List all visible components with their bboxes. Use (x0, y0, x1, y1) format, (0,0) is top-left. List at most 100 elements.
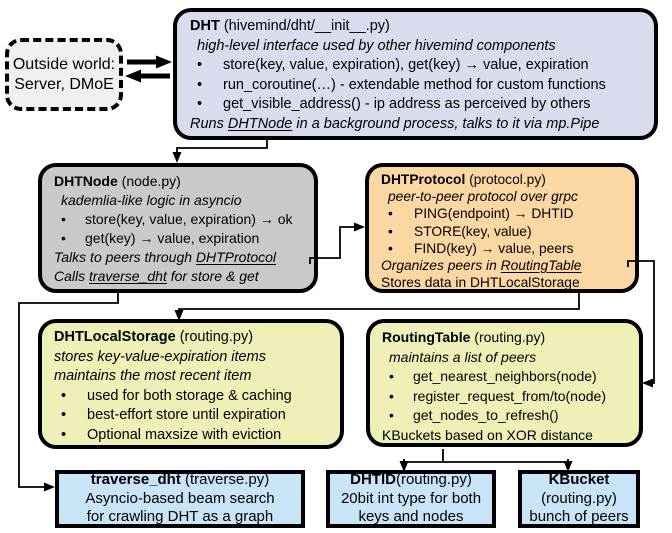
dhtnode-title-file: (node.py) (117, 173, 181, 189)
bullet-item: • register_request_from/to(node) (382, 387, 631, 407)
dhtnode-box: DHTNode (node.py) kademlia-like logic in… (38, 163, 318, 293)
bullet-text: best-effort store until expiration (87, 407, 286, 423)
bullet-text: get(key) → value, expiration (85, 230, 260, 246)
bullet-text: store(key, value, expiration), get(key) … (223, 57, 589, 73)
dht-subtitle: high-level interface used by other hivem… (197, 37, 556, 54)
dhtid-box: DHTID(routing.py) 20bit int type for bot… (326, 470, 496, 528)
routingtable-subtitle: maintains a list of peers (389, 348, 537, 365)
traverse-dht-line3: for crawling DHT as a graph (86, 508, 274, 526)
dhtnode-calls-line: Calls traverse_dht for store & get (54, 267, 306, 286)
bullet-dot: • (61, 230, 66, 246)
bullet-text: PING(endpoint) → DHTID (414, 206, 574, 222)
dhtnode-subtitle: kademlia-like logic in asyncio (61, 192, 242, 208)
bullet-item: •Optional maxsize with eviction (54, 426, 332, 446)
kbucket-box: KBucket (routing.py) bunch of peers (518, 470, 640, 528)
bullet-text: STORE(key, value) (414, 223, 532, 239)
outside-world-line1: Outside world: (12, 55, 116, 73)
outside-world-line2: Server, DMoE (14, 75, 114, 93)
footer-post: in a background process, talks to it via… (292, 115, 600, 132)
bullet-dot: • (61, 211, 66, 227)
routingtable-reference: RoutingTable (500, 258, 582, 274)
dhtid-title-file: (routing.py) (395, 471, 472, 489)
bullet-dot: • (61, 387, 67, 404)
bullet-text: register_request_from/to(node) (413, 387, 606, 404)
bullet-item: •FIND(key) → value, peers (381, 240, 627, 257)
talks-pre: Talks to peers through (54, 249, 196, 265)
bullet-item: • PING(endpoint) → DHTID (381, 205, 627, 222)
dhtprotocol-box: DHTProtocol (protocol.py) peer-to-peer p… (365, 163, 639, 293)
bullet-text: get_visible_address() - ip address as pe… (223, 96, 591, 112)
dhtlocalstorage-title-file: (routing.py) (175, 329, 254, 345)
bullet-dot: • (197, 57, 203, 73)
bullet-item: • get(key) → value, expiration (54, 229, 306, 248)
bullet-dot: • (197, 76, 203, 93)
dht-box: DHT (hivemind/dht/__init__.py) high-leve… (173, 8, 658, 140)
kbucket-line2: (routing.py) (541, 489, 617, 507)
traverse-dht-title-name: traverse_dht (90, 471, 181, 489)
bullet-text: store(key, value, expiration) → ok (85, 211, 293, 227)
dhtprotocol-title-name: DHTProtocol (381, 172, 466, 187)
dhtprotocol-reference: DHTProtocol (195, 249, 277, 265)
dhtlocalstorage-title: DHTLocalStorage (routing.py) (54, 328, 332, 348)
dhtprotocol-title: DHTProtocol (protocol.py) (381, 171, 627, 188)
dhtprotocol-subtitle: peer-to-peer protocol over grpc (388, 189, 578, 205)
dhtlocalstorage-reference: LocalStorage (498, 275, 580, 291)
kbucket-title-name: KBucket (548, 471, 610, 489)
bullet-item: • used for both storage & caching (54, 387, 332, 407)
dhtnode-talks-line: Talks to peers through DHTProtocol (54, 248, 306, 267)
footer-pre: Runs (190, 115, 228, 132)
dhtprotocol-organizes-line: Organizes peers in RoutingTable (381, 257, 627, 274)
outside-world-box: Outside world: Server, DMoE (5, 38, 123, 111)
dhtid-line3: keys and nodes (358, 508, 464, 526)
dhtlocalstorage-title-name: DHTLocalStorage (54, 329, 176, 345)
bullet-dot: • (389, 407, 394, 423)
bullet-item: •get_nearest_neighbors(node) (382, 367, 631, 387)
bullet-dot: • (388, 223, 393, 239)
dhtprotocol-title-file: (protocol.py) (465, 172, 546, 187)
dhtlocalstorage-box: DHTLocalStorage (routing.py) stores key-… (38, 319, 344, 449)
dht-footer: Runs DHTNode in a background process, ta… (190, 115, 644, 135)
bullet-item: • store(key, value, expiration) → ok (54, 210, 306, 229)
kbucket-line3: bunch of peers (529, 508, 629, 526)
traverse-dht-title: traverse_dht (traverse.py) (91, 471, 269, 490)
bullet-dot: • (61, 426, 67, 443)
dhtnode-title: DHTNode (node.py) (54, 172, 306, 191)
dhtnode-title-name: DHTNode (54, 173, 118, 189)
bullet-item: • STORE(key, value) (381, 223, 627, 240)
bullet-dot: • (197, 96, 203, 112)
traverse-dht-line2: Asyncio-based beam search (85, 489, 275, 507)
dht-title-name: DHT (190, 18, 220, 34)
organizes-pre: Organizes peers in (381, 258, 501, 274)
bullet-item: • store(key, value, expiration), get(key)… (190, 56, 644, 76)
routingtable-box: RoutingTable (routing.py) maintains a li… (366, 319, 643, 447)
traverse-dht-box: traverse_dht (traverse.py) Asyncio-based… (55, 470, 305, 528)
calls-post: for store & get (166, 268, 259, 284)
dhtprotocol-stores-line: Stores data in DHTLocalStorage (381, 274, 627, 291)
routingtable-title-name: RoutingTable (382, 329, 471, 345)
bullet-item: • get_visible_address() - ip address as p… (190, 95, 644, 115)
bullet-dot: • (388, 240, 393, 256)
dht-title-file: (hivemind/dht/__init__.py) (219, 18, 390, 34)
dhtlocalstorage-subtitle1: stores key-value-expiration items (54, 348, 266, 365)
dhtid-title: DHTID(routing.py) (350, 471, 472, 490)
dhtnode-reference: DHTNode (227, 115, 293, 132)
bullet-text: get_nodes_to_refresh() (413, 407, 559, 423)
bullet-dot: • (61, 407, 67, 423)
kbucket-title: KBucket (549, 471, 610, 490)
routingtable-title: RoutingTable (routing.py) (382, 328, 631, 348)
bullet-text: get_nearest_neighbors(node) (413, 368, 597, 384)
bullet-dot: • (388, 206, 393, 222)
bullet-text: run_coroutine(…) - extendable method for… (223, 76, 606, 93)
bullet-dot: • (389, 387, 394, 404)
dhtlocalstorage-subtitle2: maintains the most recent item (54, 368, 252, 384)
dhtid-title-name: DHTID (350, 471, 396, 489)
stores-pre: Stores data in DHT (381, 275, 499, 291)
routingtable-title-file: (routing.py) (470, 329, 546, 345)
bullet-item: • get_nodes_to_refresh() (382, 406, 631, 426)
bullet-text: used for both storage & caching (87, 387, 292, 404)
calls-pre: Calls (54, 268, 90, 284)
dht-title: DHT (hivemind/dht/__init__.py) (190, 17, 644, 37)
routingtable-footer: KBuckets based on XOR distance (382, 426, 593, 443)
connector-dht-to-dhtnode (172, 138, 268, 163)
